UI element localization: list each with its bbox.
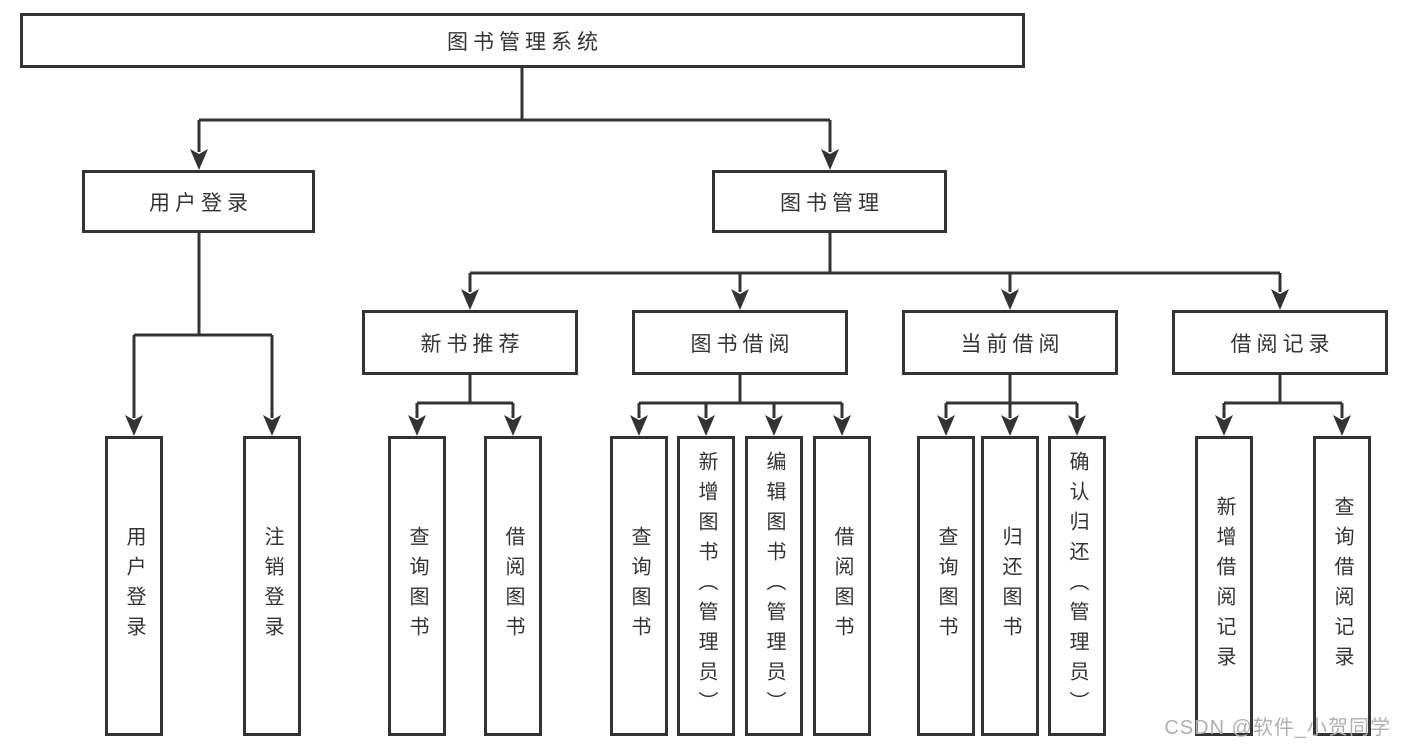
leaf-return-books: 归还图书 (981, 436, 1039, 736)
node-current-borrowing: 当前借阅 (902, 310, 1118, 375)
leaf-edit-book-admin: 编辑图书（管理员） (745, 436, 803, 736)
leaf-query-books-recommend: 查询图书 (388, 436, 446, 736)
leaf-add-book-admin: 新增图书（管理员） (677, 436, 735, 736)
leaf-borrow-books-recommend: 借阅图书 (484, 436, 542, 736)
arrowheads (125, 149, 1351, 436)
leaf-borrow-books-borrowing: 借阅图书 (813, 436, 871, 736)
leaf-user-login: 用户登录 (105, 436, 163, 736)
node-book-management: 图书管理 (712, 170, 947, 233)
node-book-borrowing: 图书借阅 (632, 310, 848, 375)
node-borrowing-records: 借阅记录 (1172, 310, 1388, 375)
csdn-watermark: CSDN @软件_小贺同学 (1164, 717, 1391, 739)
leaf-query-borrowing-record: 查询借阅记录 (1313, 436, 1371, 736)
leaf-query-books-borrowing: 查询图书 (610, 436, 668, 736)
node-library-management-system: 图书管理系统 (20, 13, 1025, 68)
leaf-query-books-current: 查询图书 (917, 436, 975, 736)
leaf-add-borrowing-record: 新增借阅记录 (1195, 436, 1253, 736)
leaf-logout: 注销登录 (243, 436, 301, 736)
connectors (132, 68, 1344, 418)
leaf-confirm-return-admin: 确认归还（管理员） (1048, 436, 1106, 736)
node-new-book-recommendation: 新书推荐 (362, 310, 578, 375)
node-user-login: 用户登录 (82, 170, 315, 233)
